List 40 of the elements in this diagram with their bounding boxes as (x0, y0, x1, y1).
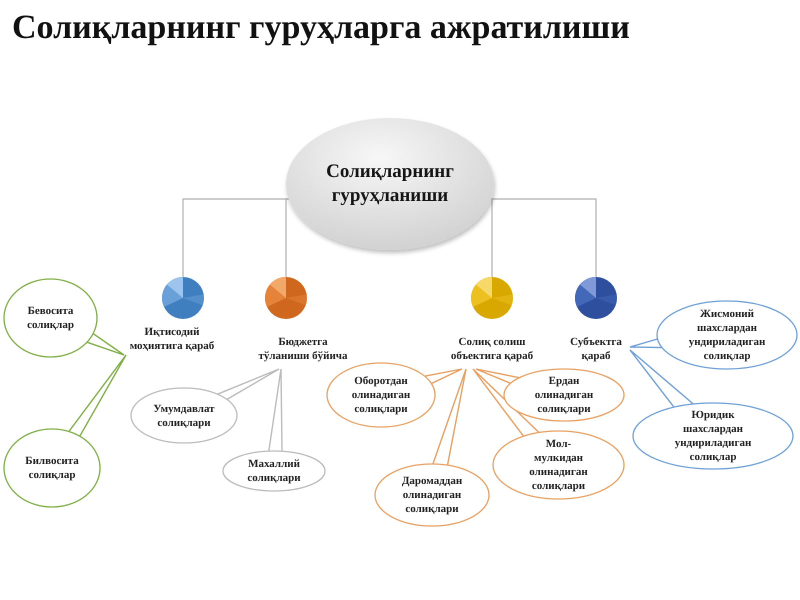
bubble-text: Умумдавлат солиқлари (152, 402, 216, 430)
callout-tail (472, 368, 540, 437)
callout-tail (432, 368, 467, 466)
speech-bubble (130, 387, 238, 444)
callout-tail (424, 368, 463, 384)
speech-bubble (3, 428, 101, 508)
callout-tail (268, 368, 283, 452)
bubble-text: Бевосита солиқлар (26, 304, 75, 332)
bubble-text: Юридик шахслардан ундириладиган солиқлар (674, 408, 752, 464)
speech-bubble (3, 278, 98, 358)
callout-tail (216, 368, 280, 400)
connector-line (491, 198, 597, 277)
callout-tail (629, 349, 694, 408)
category-label: Солиқ солиш объектига қараб (450, 335, 534, 363)
connector-line (285, 198, 289, 277)
callout-tail (68, 354, 127, 437)
bubble-text: Ердан олинадиган солиқлари (534, 374, 594, 416)
bubble-text: Билвосита солиқлар (24, 454, 80, 482)
speech-bubble (326, 362, 436, 428)
callout-tail (475, 368, 520, 384)
speech-bubble (374, 463, 490, 527)
bubble-text: Даромаддан олинадиган солиқлари (400, 474, 464, 516)
category-label: Субъектга қараб (569, 335, 623, 363)
callout-tail (629, 338, 663, 348)
category-label: Бюджетга тўланиши бўйича (257, 335, 348, 363)
speech-bubble (656, 300, 798, 370)
bubble-text: Махаллий солиқлари (246, 457, 302, 485)
category-label: Иқтисодий моҳиятига қараб (128, 325, 216, 353)
speech-bubble (492, 430, 625, 500)
speech-bubble (222, 450, 326, 492)
bubble-text: Жисмоний шахслардан ундириладиган солиқлар (688, 307, 766, 363)
speech-bubble (503, 368, 625, 422)
callout-tail (86, 332, 125, 356)
page-title: Солиқларнинг гуруҳларга ажратилиши (12, 8, 630, 48)
topic-ellipse (285, 116, 495, 252)
speech-bubble (632, 402, 794, 470)
topic-label: Солиқларнинг гуруҳланиши (325, 160, 455, 208)
connector-line (490, 198, 493, 277)
bubble-text: Оборотдан олинадиган солиқлари (350, 374, 412, 416)
bubble-text: Мол-мулкидан олинадиган солиқлари (528, 437, 589, 493)
